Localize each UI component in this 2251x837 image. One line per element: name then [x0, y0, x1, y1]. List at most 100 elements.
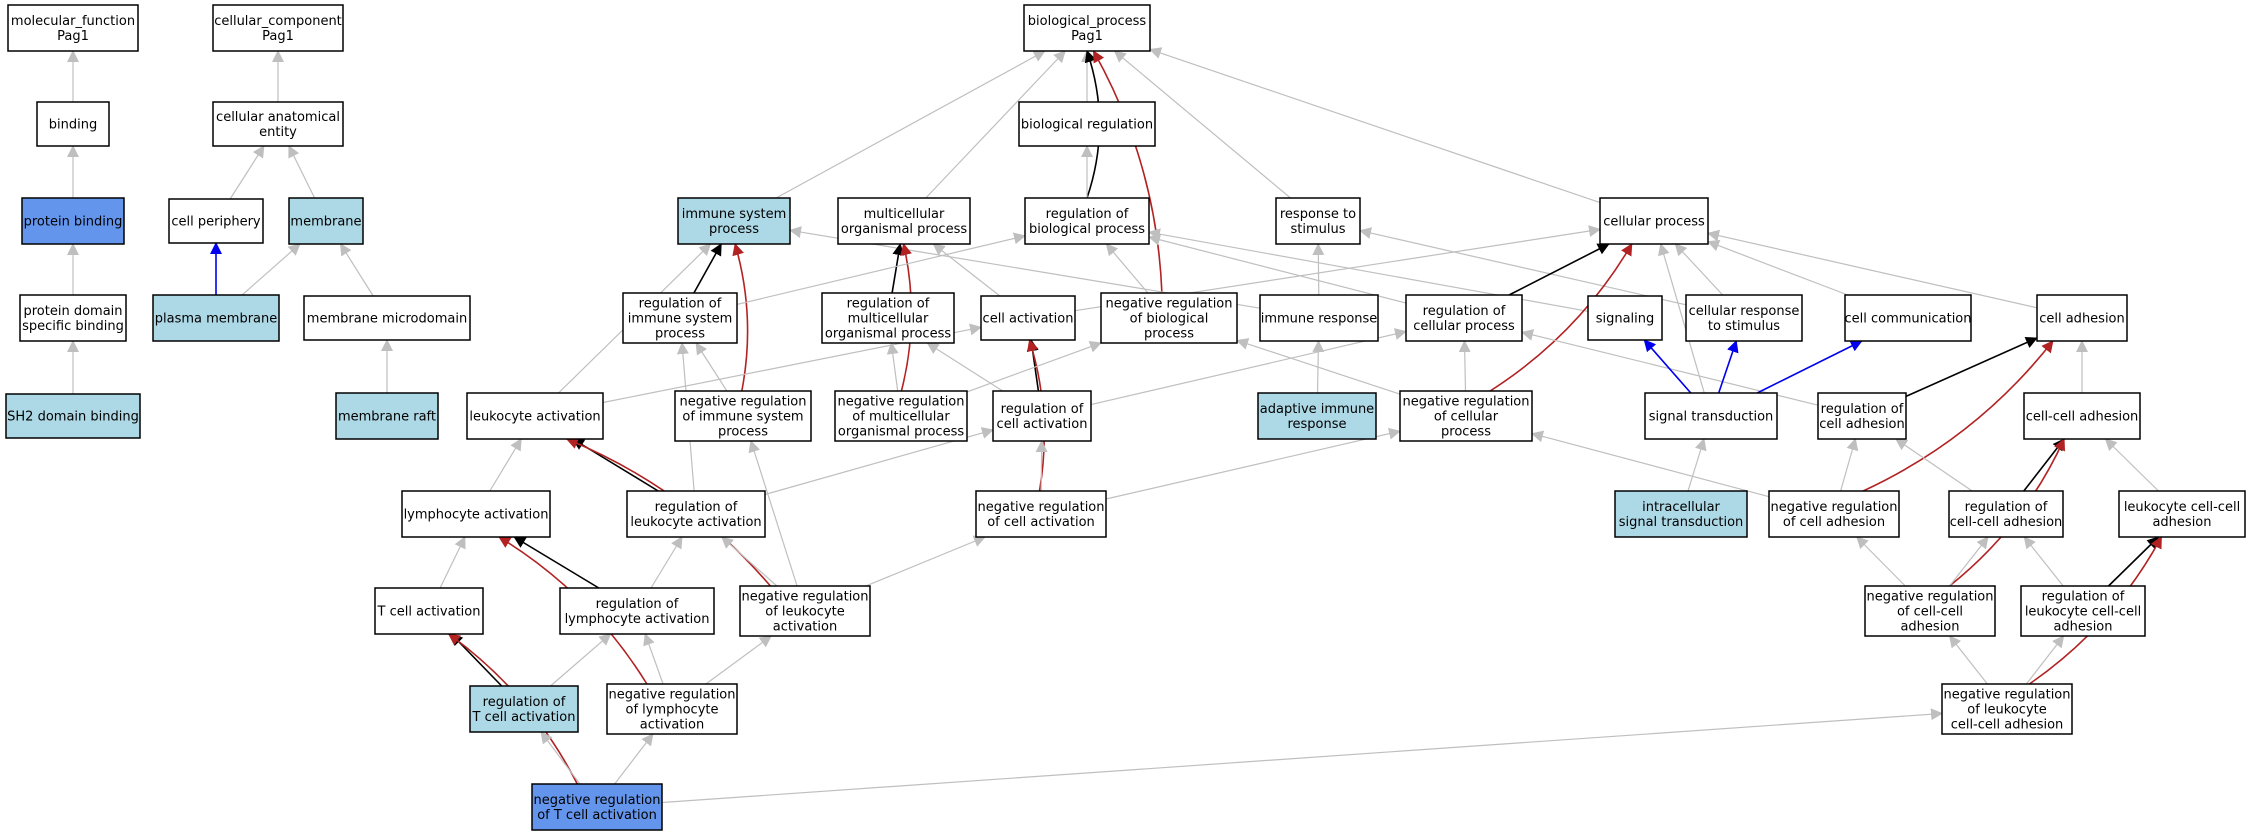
node-box — [374, 587, 484, 635]
node-label-line: cell periphery — [171, 215, 261, 230]
node-binding[interactable]: binding — [36, 101, 110, 147]
node-label-line: signal transduction — [1619, 515, 1744, 530]
node-box — [1275, 197, 1361, 245]
node-cell_periphery[interactable]: cell periphery — [168, 198, 264, 244]
edge-membrane-to-cae — [288, 145, 316, 199]
node-sh2[interactable]: SH2 domain binding — [5, 393, 141, 439]
node-label-line: adhesion — [2053, 620, 2112, 635]
node-box — [1844, 294, 1972, 342]
node-box — [1024, 197, 1150, 245]
node-label-line: T cell activation — [472, 710, 576, 725]
edge-ist-to-signal_transduction — [1687, 438, 1707, 492]
node-box — [466, 392, 604, 440]
node-lymphocyte_activation[interactable]: lymphocyte activation — [401, 490, 551, 538]
node-box — [401, 490, 551, 538]
node-cell_adhesion[interactable]: cell adhesion — [2036, 294, 2128, 342]
node-signaling[interactable]: signaling — [1587, 295, 1663, 341]
node-label-line: regulation of — [639, 297, 722, 312]
edge-rcca-to-cca — [2023, 438, 2065, 492]
node-immune_response[interactable]: immune response — [1259, 294, 1379, 342]
node-label-line: negative regulation — [1866, 590, 1993, 605]
node-label-line: lymphocyte activation — [565, 612, 710, 627]
node-label-line: organismal process — [825, 327, 951, 342]
node-box — [212, 4, 344, 52]
node-bio_reg[interactable]: biological regulation — [1018, 101, 1156, 147]
node-box — [975, 490, 1107, 538]
node-membrane_microdomain[interactable]: membrane microdomain — [303, 295, 471, 341]
node-label-line: cell activation — [997, 417, 1088, 432]
node-signal_transduction[interactable]: signal transduction — [1644, 392, 1778, 440]
edge-nrlcca-to-rlcca — [2025, 635, 2065, 685]
node-label-line: regulation of — [1046, 207, 1129, 222]
node-membrane_raft[interactable]: membrane raft — [335, 392, 439, 440]
node-label-line: of leukocyte — [1967, 703, 2046, 718]
node-label-line: cell activation — [983, 312, 1074, 327]
node-label-line: response — [1287, 417, 1346, 432]
node-tca[interactable]: T cell activation — [374, 587, 484, 635]
node-protein_binding[interactable]: protein binding — [21, 197, 125, 245]
node-leukocyte_activation[interactable]: leukocyte activation — [466, 392, 604, 440]
node-box — [2023, 392, 2141, 440]
node-label-line: of cellular — [1434, 410, 1499, 425]
node-label-line: adaptive immune — [1260, 402, 1374, 417]
edge-nrca-to-nrcp — [1105, 427, 1401, 500]
node-cellular_process[interactable]: cellular process — [1599, 197, 1709, 245]
node-rtca[interactable]: regulation ofT cell activation — [469, 685, 579, 733]
node-plasma_membrane[interactable]: plasma membrane — [152, 294, 280, 342]
edge-cell_adhesion-to-cellular_process — [1707, 229, 2038, 309]
node-label-line: plasma membrane — [155, 312, 278, 327]
node-label-line: cellular_component — [214, 14, 342, 29]
node-label-line: specific binding — [22, 319, 124, 334]
node-box — [980, 295, 1076, 341]
node-cell_comm[interactable]: cell communication — [1844, 294, 1972, 342]
node-cell_activation[interactable]: cell activation — [980, 295, 1076, 341]
node-membrane[interactable]: membrane — [288, 197, 364, 245]
node-box — [1768, 490, 1900, 538]
node-label-line: stimulus — [1290, 222, 1345, 237]
node-label-line: multicellular — [848, 312, 929, 327]
node-cca[interactable]: cell-cell adhesion — [2023, 392, 2141, 440]
node-label-line: biological regulation — [1021, 118, 1153, 133]
node-box — [622, 292, 738, 344]
node-label-line: to stimulus — [1708, 319, 1780, 334]
node-box — [1599, 197, 1709, 245]
node-label-line: immune response — [1261, 312, 1378, 327]
node-box — [469, 685, 579, 733]
node-label-line: cell adhesion — [2039, 312, 2125, 327]
node-box — [1399, 390, 1533, 442]
node-label-line: process — [655, 327, 705, 342]
